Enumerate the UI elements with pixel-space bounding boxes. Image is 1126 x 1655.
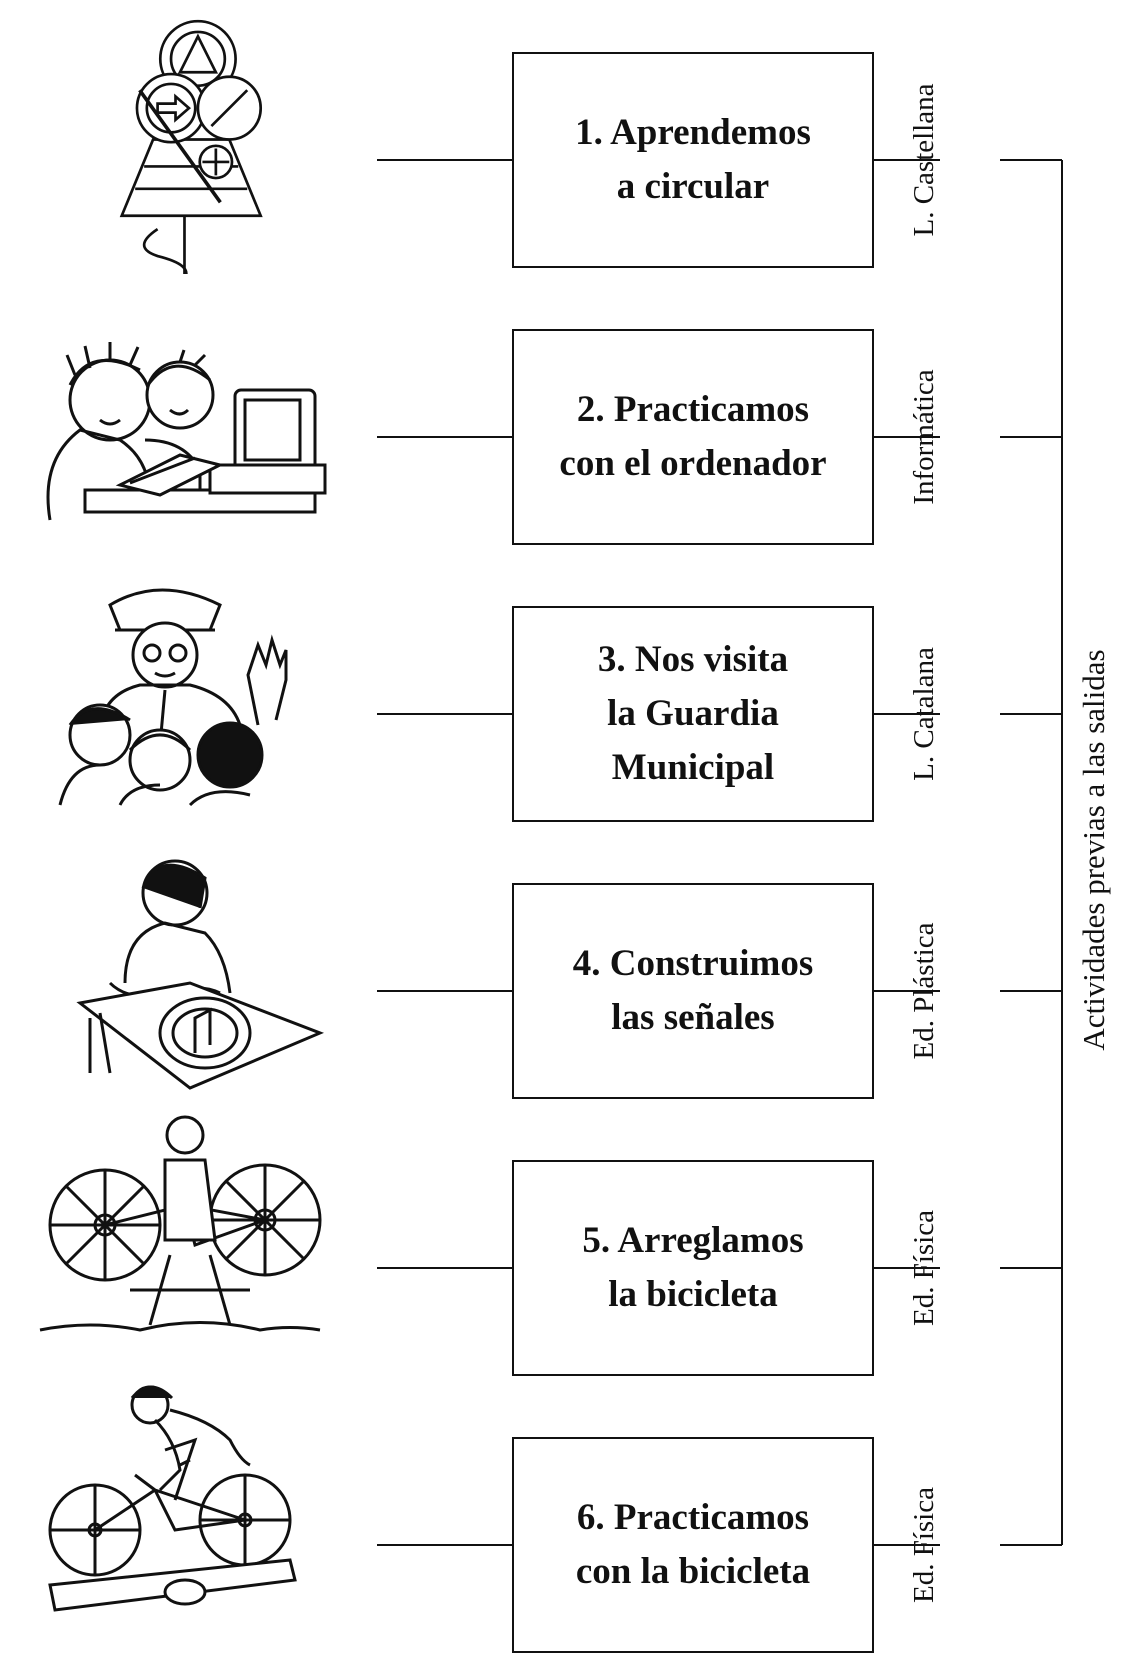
repairing-bicycle-icon: [39, 1115, 322, 1332]
activity-label-2: 2. Practicamos con el ordenador: [559, 389, 827, 484]
subject-label-2: Informática: [907, 369, 940, 505]
activity-box-1: 1. Aprendemos a circular: [512, 52, 874, 268]
activity-box-2: 2. Practicamos con el ordenador: [512, 329, 874, 545]
riding-bicycle-icon: [48, 1385, 297, 1612]
group-label: Actividades previas a las salidas: [1076, 649, 1111, 1051]
subject-label-5: Ed. Física: [907, 1210, 940, 1326]
activity-box-4: 4. Construimos las señales: [512, 883, 874, 1099]
subject-label-6: Ed. Física: [907, 1487, 940, 1603]
activity-box-6: 6. Practicamos con la bicicleta: [512, 1437, 874, 1653]
traffic-signs-icon: [119, 19, 263, 274]
children-computer-icon: [46, 342, 327, 521]
subject-label-3: L. Catalana: [907, 647, 940, 781]
activity-box-5: 5. Arreglamos la bicicleta: [512, 1160, 874, 1376]
activity-label-5: 5. Arreglamos la bicicleta: [582, 1220, 804, 1315]
activity-label-3: 3. Nos visita la Guardia Municipal: [597, 639, 789, 788]
activity-label-6: 6. Practicamos con la bicicleta: [575, 1497, 811, 1592]
activity-box-3: 3. Nos visita la Guardia Municipal: [512, 606, 874, 822]
activity-label-4: 4. Construimos las señales: [572, 943, 814, 1038]
making-signs-icon: [76, 859, 325, 1090]
subject-label-1: L. Castellana: [907, 83, 940, 237]
subject-label-4: Ed. Plástica: [907, 922, 940, 1060]
police-officer-icon: [58, 588, 288, 807]
activity-label-1: 1. Aprendemos a circular: [575, 112, 811, 207]
